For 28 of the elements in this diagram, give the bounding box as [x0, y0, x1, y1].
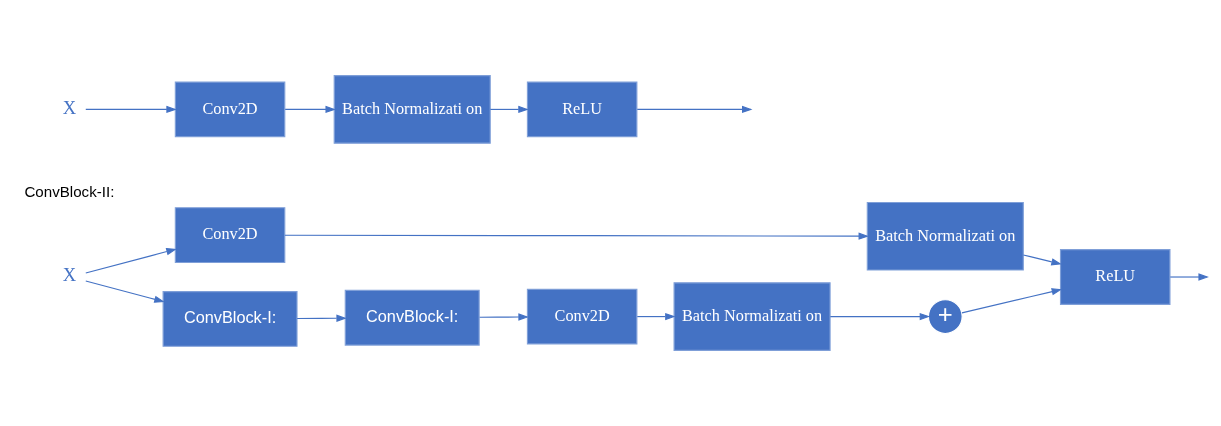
arrow: [961, 288, 1063, 314]
arrow: [85, 280, 165, 303]
arrow: [1169, 273, 1209, 281]
node-box: ReLU: [526, 81, 638, 138]
arrow: [489, 105, 529, 114]
arrow: [284, 232, 869, 240]
arrow: [636, 105, 753, 114]
node-box: Conv2D: [526, 288, 638, 345]
node-box: ConvBlock-I:: [344, 289, 480, 346]
node-circle: +: [927, 299, 963, 335]
node-box: ConvBlock-I:: [162, 291, 298, 347]
node-box: Batch Normalizati on: [333, 75, 491, 144]
arrow: [85, 248, 177, 274]
node-box: Batch Normalizati on: [866, 201, 1024, 271]
arrow: [296, 314, 347, 322]
arrow: [85, 105, 177, 114]
arrow: [636, 312, 676, 321]
arrow: [479, 313, 529, 321]
node-box: Batch Normalizati on: [673, 282, 831, 351]
node-text: X: [62, 264, 77, 286]
node-box: Conv2D: [174, 207, 286, 264]
node-box: ReLU: [1059, 249, 1171, 305]
node-text: X: [62, 96, 77, 118]
arrow: [829, 312, 931, 321]
arrow: [284, 105, 336, 114]
label: ConvBlock-II:: [24, 183, 115, 201]
arrow: [1022, 254, 1062, 266]
node-box: Conv2D: [174, 81, 286, 138]
